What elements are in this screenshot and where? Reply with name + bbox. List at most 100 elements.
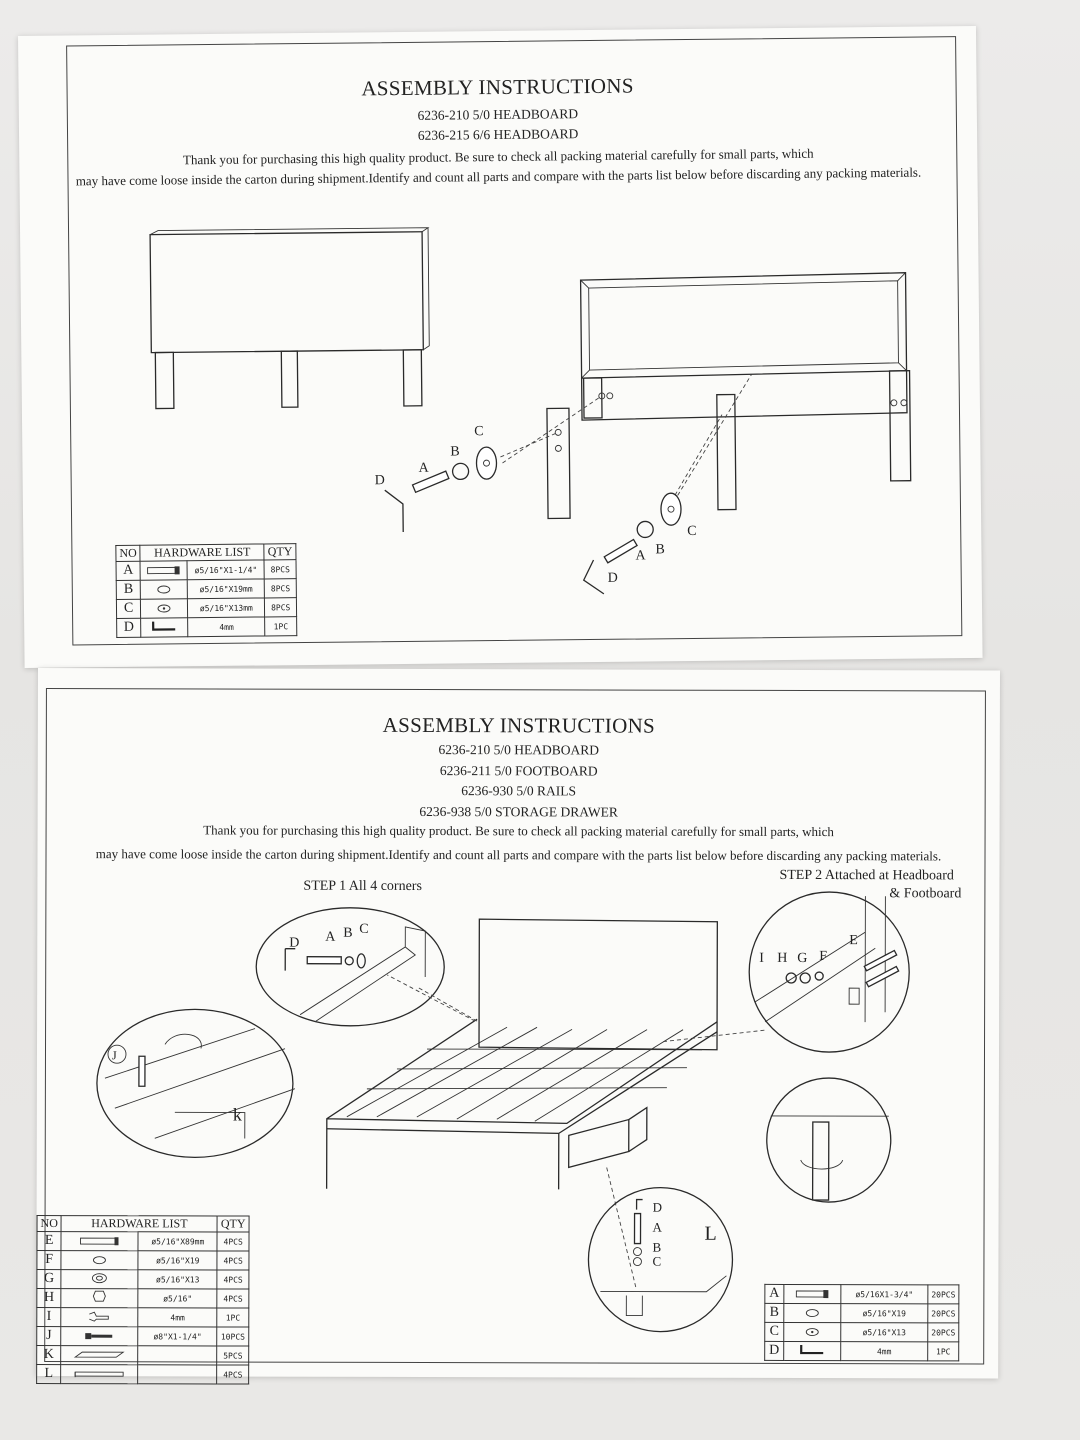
intro-text: Thank you for purchasing this high quali… [203, 822, 834, 840]
table-row: H ø5/16" 4PCS [36, 1288, 249, 1309]
model-line: 6236-211 5/0 FOOTBOARD [439, 763, 598, 779]
table-row: K 5PCS [36, 1345, 249, 1366]
part-qty: 20PCS [927, 1303, 959, 1323]
hardware-exploded-2: D A B C [582, 492, 697, 595]
part-qty: 4PCS [216, 1364, 249, 1385]
allen-key-icon [140, 617, 189, 638]
callout-a: A [635, 548, 646, 563]
part-qty: 4PCS [217, 1288, 249, 1309]
screw-icon [61, 1326, 139, 1346]
part-qty: 4PCS [217, 1269, 249, 1290]
page-title: ASSEMBLY INSTRUCTIONS [382, 712, 656, 738]
table-row: B ø5/16"X19mm 8PCS [116, 578, 297, 600]
part-letter: E [36, 1231, 62, 1251]
center-rail-detail-circle: D A B C L [587, 1186, 734, 1333]
bed-frame-diagram [325, 918, 768, 1290]
slat-detail-circle: J k [96, 1008, 296, 1159]
part-size: 4mm [840, 1341, 928, 1361]
callout-g: G [797, 951, 807, 966]
part-size: ø5/16"X13mm [187, 597, 265, 618]
part-size: ø8"X1-1/4" [138, 1326, 218, 1346]
table-row: A ø5/16"X1-1/4" 8PCS [116, 559, 297, 581]
table-row: D 4mm 1PC [764, 1341, 959, 1361]
step1-detail-circle: D A B C [255, 907, 445, 1027]
callout-b: B [450, 444, 460, 459]
bolt-icon [783, 1284, 841, 1304]
callout-b: B [343, 926, 352, 941]
callout-c: C [652, 1254, 661, 1269]
callout-f: F [819, 949, 827, 964]
part-letter: H [36, 1288, 62, 1308]
model-line: 6236-210 5/0 HEADBOARD [438, 742, 600, 758]
callout-d: D [653, 1200, 662, 1215]
table-row: D 4mm 1PC [116, 616, 297, 638]
part-size: ø5/16"X19 [840, 1303, 928, 1323]
column-header: HARDWARE LIST [140, 543, 265, 562]
column-header: HARDWARE LIST [61, 1215, 218, 1232]
callout-j: J [112, 1048, 117, 1062]
allen-key-icon [783, 1341, 841, 1361]
nut-icon [61, 1288, 139, 1308]
part-size: ø5/16X1-3/4" [840, 1284, 928, 1304]
part-qty: 8PCS [264, 559, 297, 579]
part-qty: 1PC [927, 1341, 959, 1361]
callout-e: E [849, 933, 858, 948]
callout-l: L [704, 1223, 716, 1245]
part-size: ø5/16"X13 [840, 1322, 928, 1342]
table-header-row: NO HARDWARE LIST QTY [37, 1215, 250, 1233]
table-row: C ø5/16"X13 20PCS [764, 1322, 959, 1342]
part-letter: D [764, 1341, 784, 1361]
table-row: L 4PCS [36, 1364, 249, 1385]
column-header: NO [37, 1215, 62, 1232]
part-qty: 4PCS [217, 1250, 249, 1271]
callout-a: A [653, 1220, 663, 1235]
table-row: I 4mm 1PC [36, 1307, 249, 1328]
part-size: ø5/16"X19mm [187, 578, 265, 599]
part-qty: 8PCS [264, 597, 297, 617]
part-size: ø5/16" [138, 1288, 218, 1308]
headboard-back-diagram [500, 272, 912, 520]
part-letter: A [116, 561, 141, 581]
step2-detail-circle: I H G F E [748, 891, 910, 1053]
hardware-exploded-1: D A B C [375, 424, 498, 533]
callout-d: D [289, 936, 299, 951]
part-letter: G [36, 1269, 62, 1289]
long-bolt-icon [61, 1231, 139, 1251]
intro-text: may have come loose inside the carton du… [95, 846, 942, 864]
leg-detail-circle [766, 1077, 892, 1203]
part-size [137, 1364, 218, 1384]
callout-d: D [608, 571, 618, 586]
part-qty: 5PCS [217, 1345, 249, 1366]
part-size [138, 1345, 218, 1365]
callout-b: B [655, 542, 665, 557]
bolt-icon [140, 560, 188, 581]
part-letter: A [764, 1284, 784, 1304]
part-letter: B [764, 1303, 784, 1323]
part-qty: 20PCS [927, 1322, 959, 1342]
hardware-list-table: NO HARDWARE LIST QTY E ø5/16"X89mm 4PCS … [36, 1215, 250, 1385]
column-header: QTY [264, 543, 297, 560]
part-size: ø5/16"X13 [138, 1269, 218, 1289]
part-qty: 8PCS [264, 578, 297, 598]
part-qty: 4PCS [217, 1231, 250, 1252]
callout-d: D [375, 473, 385, 488]
part-letter: F [36, 1250, 62, 1270]
headboard-front-diagram [149, 227, 430, 410]
part-qty: 1PC [264, 616, 297, 636]
part-letter: B [116, 580, 141, 600]
table-row: C ø5/16"X13mm 8PCS [116, 597, 297, 619]
model-line: 6236-938 5/0 STORAGE DRAWER [419, 803, 618, 820]
table-row: A ø5/16X1-3/4" 20PCS [764, 1284, 959, 1304]
table-header-row: NO HARDWARE LIST QTY [115, 543, 297, 562]
callout-b: B [652, 1240, 661, 1255]
part-letter: D [116, 618, 142, 638]
lock-washer-icon [783, 1303, 841, 1323]
column-header: NO [115, 545, 141, 562]
callout-c: C [474, 424, 484, 439]
part-size: ø5/16"X89mm [138, 1231, 218, 1251]
model-line: 6236-930 5/0 RAILS [461, 783, 577, 799]
flat-washer-icon [140, 598, 188, 619]
callout-i: I [759, 951, 764, 966]
table-row: J ø8"X1-1/4" 10PCS [36, 1326, 249, 1347]
callout-c: C [359, 922, 368, 937]
